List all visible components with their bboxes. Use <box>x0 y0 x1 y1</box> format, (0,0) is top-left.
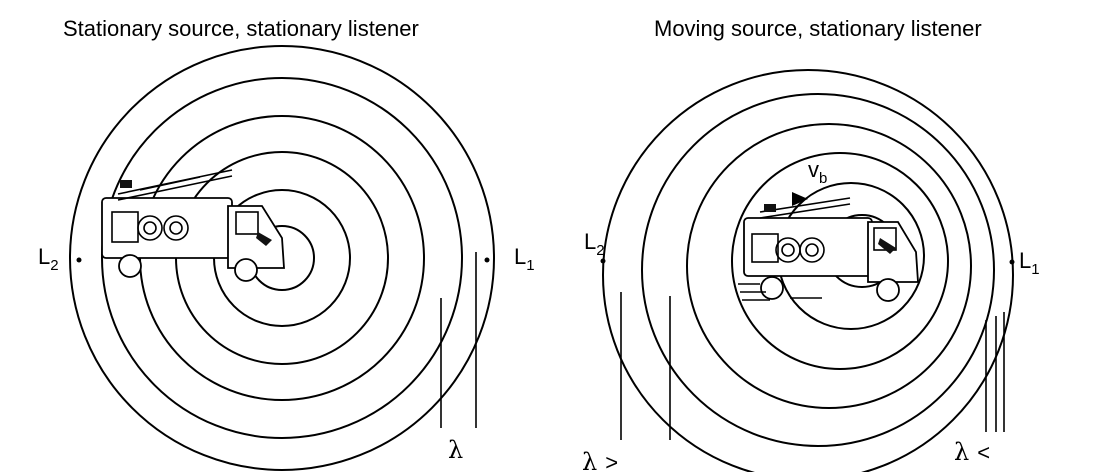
right-listener-l2: L2 <box>584 229 606 264</box>
left-wavelength-marker: λ <box>441 252 476 464</box>
right-listener-l1-dot <box>1010 260 1015 265</box>
right-fire-truck <box>738 198 918 301</box>
left-listener-l1-dot <box>485 258 490 263</box>
right-listener-l2-dot <box>601 259 606 264</box>
left-listener-l2-dot <box>77 258 82 263</box>
right-wavelength-short-label: λ< <box>954 438 990 466</box>
left-listener-l1: L1 <box>485 244 535 274</box>
right-wavelength-long-label: λ> <box>582 448 618 472</box>
left-fire-truck <box>102 170 284 281</box>
left-listener-l2: L2 <box>38 244 82 274</box>
left-listener-l2-label: L2 <box>38 244 59 274</box>
velocity-indicator: vb <box>792 157 827 206</box>
right-wavelength-long-marker: λ> <box>582 292 670 472</box>
right-listener-l1: L1 <box>1010 248 1040 278</box>
left-listener-l1-label: L1 <box>514 244 535 274</box>
right-listener-l2-label: L2 <box>584 229 605 259</box>
right-listener-l1-label: L1 <box>1019 248 1040 278</box>
left-wavelength-label: λ <box>448 436 463 464</box>
velocity-label: vb <box>808 157 827 187</box>
